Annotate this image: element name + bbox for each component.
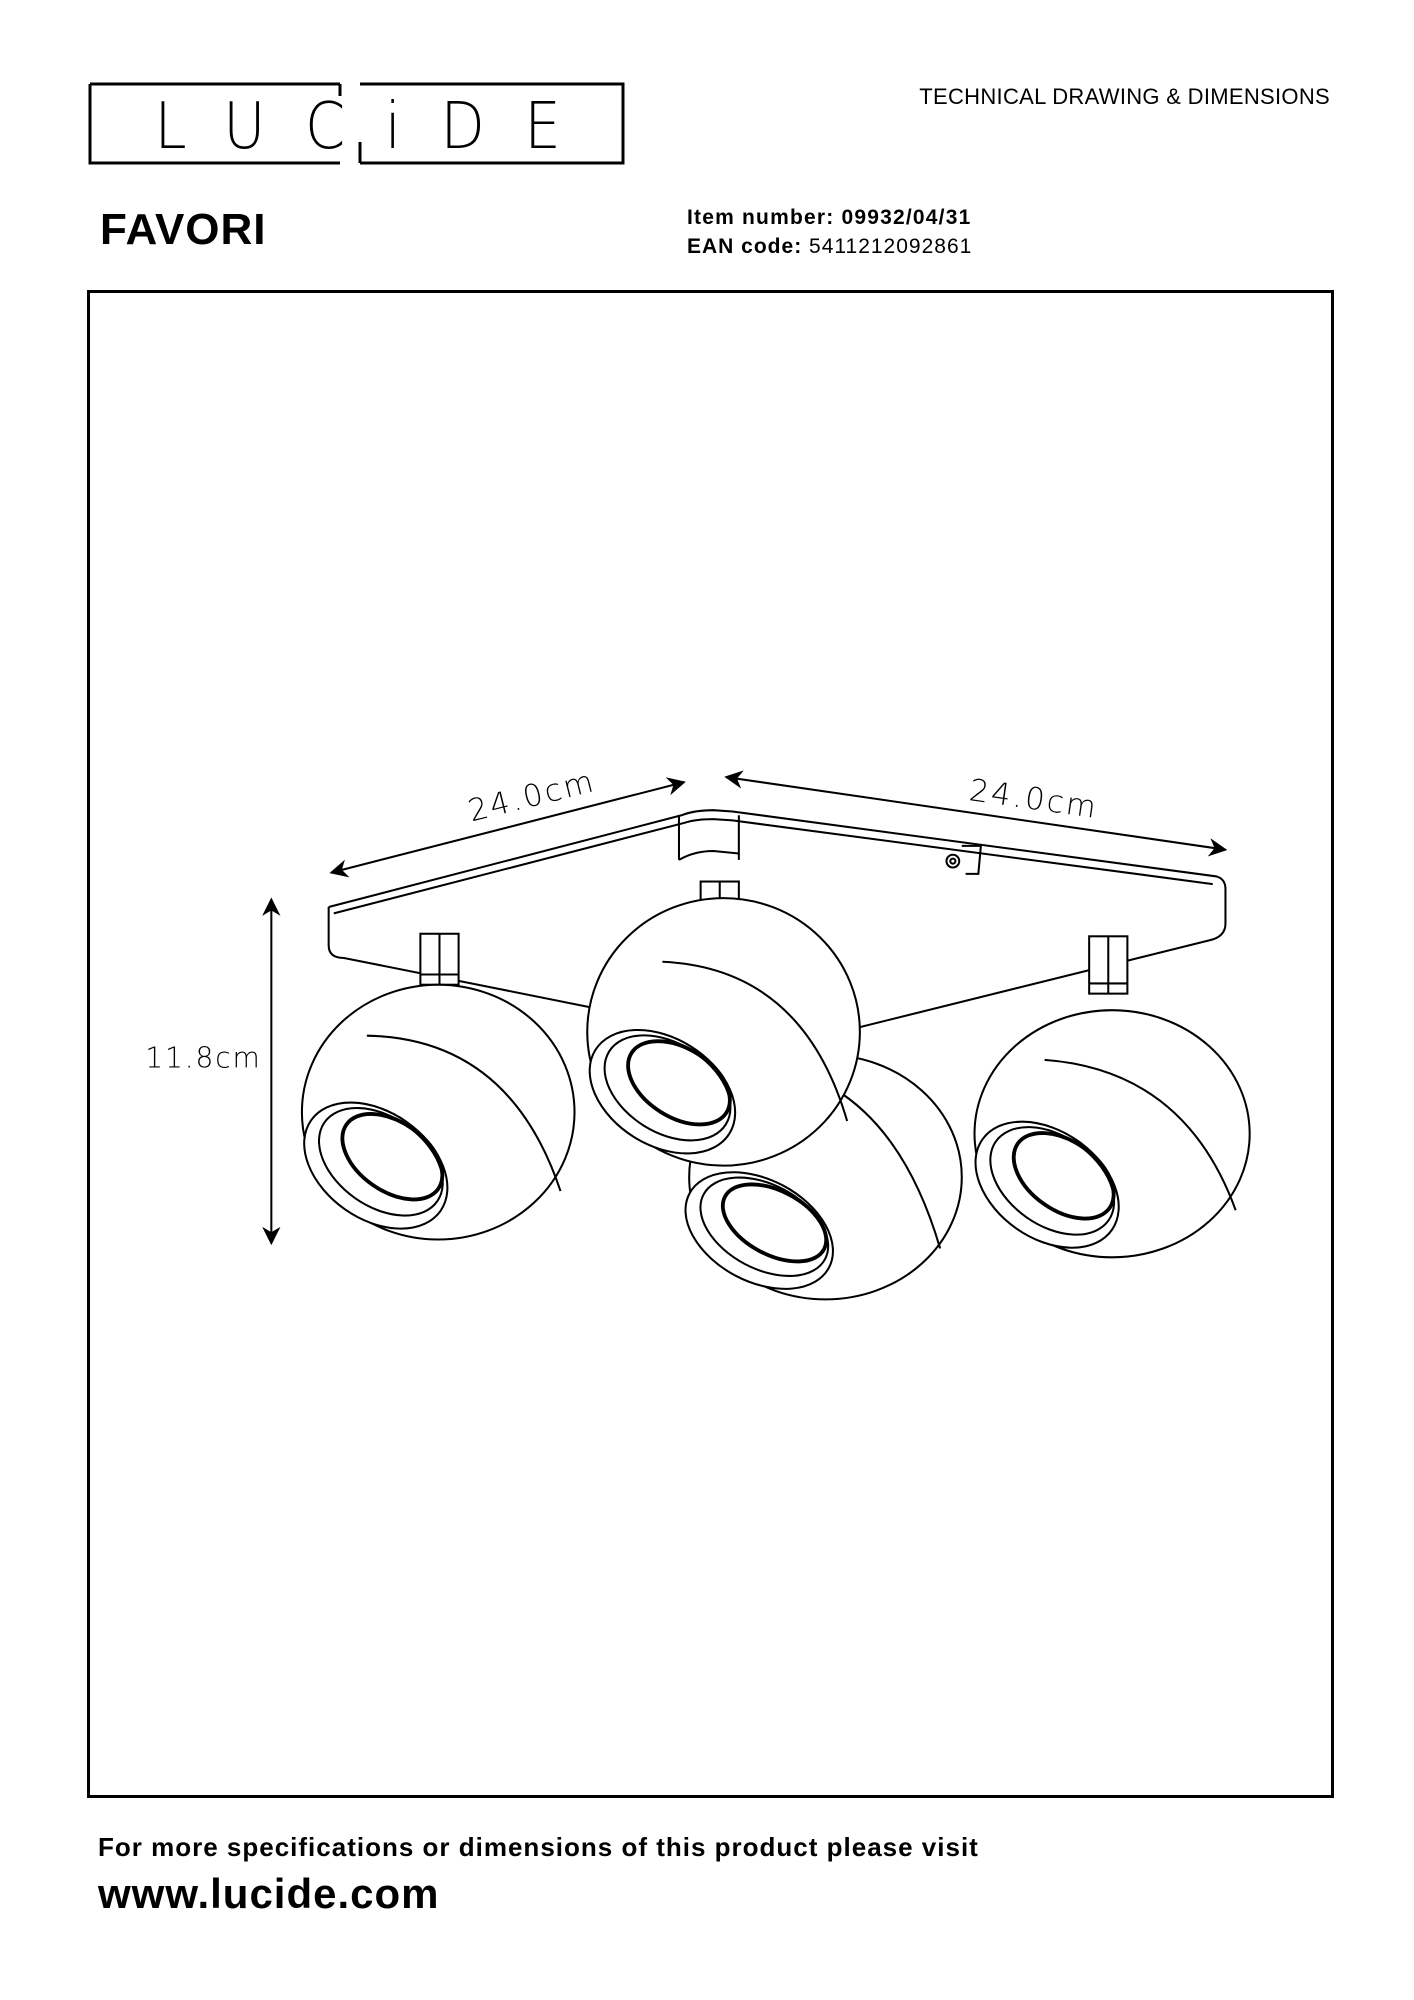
item-number-label: Item number: (687, 206, 835, 229)
dimension-arrow-width-right (724, 770, 1228, 857)
item-number: Item number: 09932/04/31 (687, 206, 971, 230)
dimension-width-right: 24.0cm (967, 773, 1101, 826)
dimension-arrow-width-left (329, 777, 686, 878)
dimension-width-left: 24.0cm (465, 764, 600, 829)
item-number-value: 09932/04/31 (841, 206, 972, 229)
spotlight-back (586, 880, 861, 1167)
drawing-frame (87, 290, 1334, 1798)
document-type: TECHNICAL DRAWING & DIMENSIONS (919, 84, 1330, 109)
website-link[interactable]: www.lucide.com (98, 1870, 440, 1917)
ean-label: EAN code (687, 235, 795, 258)
footer-text: For more specifications or dimensions of… (98, 1832, 979, 1862)
logo-frame (88, 82, 625, 165)
ean-value: 5411212092861 (809, 235, 973, 258)
ean-code: EAN code: 5411212092861 (687, 235, 973, 258)
dimension-height: 11.8cm (145, 1042, 262, 1075)
product-name: FAVORI (100, 205, 267, 254)
spotlight-right (973, 935, 1251, 1259)
spotlight-left (300, 932, 576, 1241)
brand-logo: LUCiDE (154, 90, 601, 164)
